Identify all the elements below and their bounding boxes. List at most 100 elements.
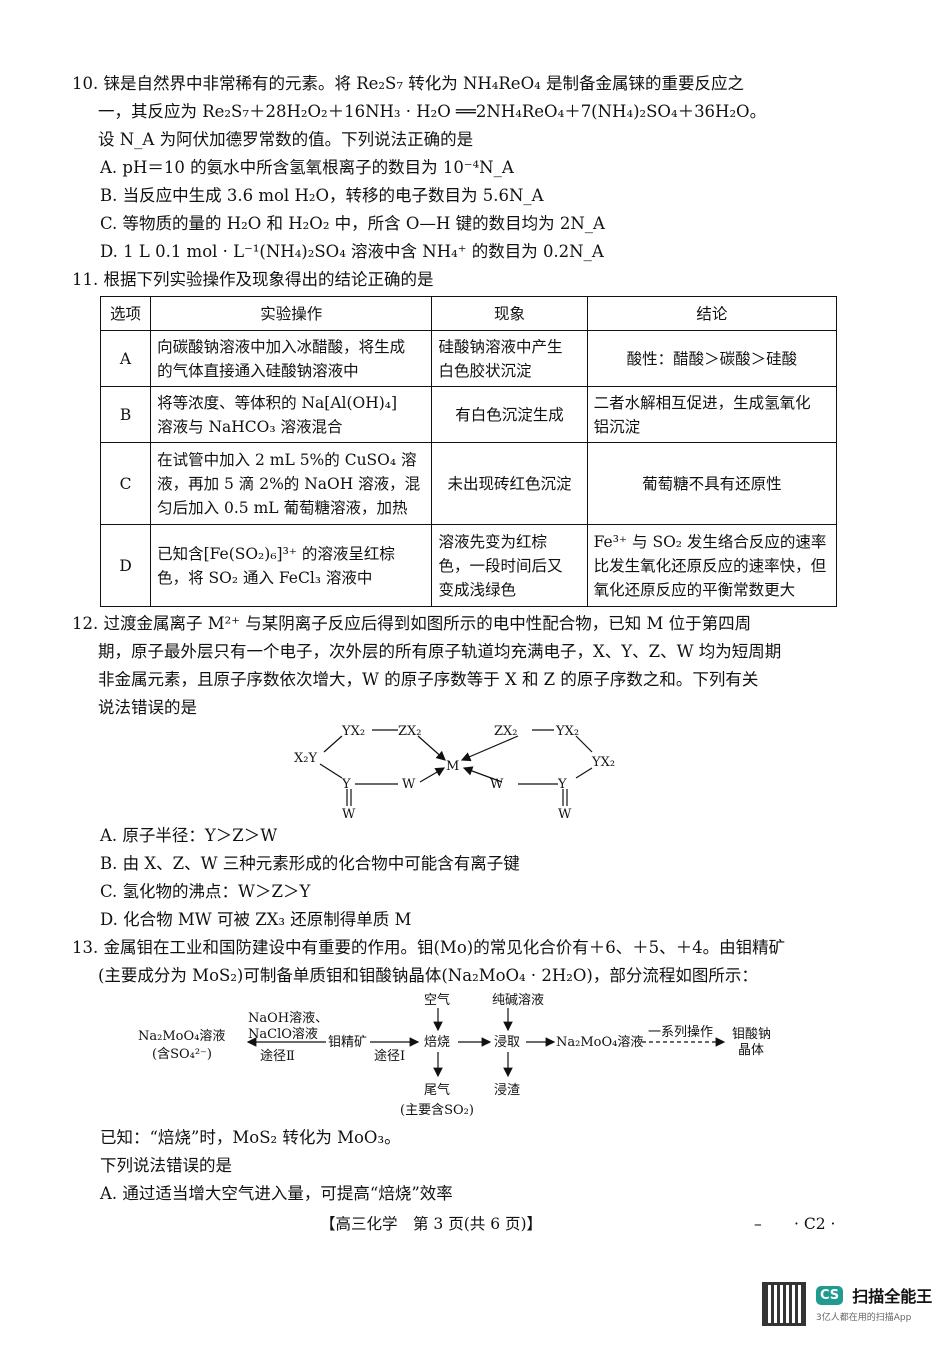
flow-leach: 浸取 — [494, 1035, 520, 1050]
flow-left-product: Na₂MoO₄溶液 — [138, 1029, 225, 1044]
q12-option-b: B. 由 X、Z、W 三种元素形成的化合物中可能含有离子键 — [100, 854, 520, 873]
flow-tail-gas: 尾气 — [424, 1082, 450, 1098]
row-c-option: C — [99, 442, 152, 525]
cell-line: 氧化还原反应的平衡常数更大 — [593, 580, 796, 599]
q12-option-c: C. 氢化物的沸点：W＞Z＞Y — [100, 882, 311, 901]
experiment-table: 选项 实验操作 现象 结论 A 向碳酸钠溶液中加入冰醋酸，将生成 的气体直接通入… — [99, 296, 838, 607]
header-phenomenon: 现象 — [431, 296, 588, 331]
cell-line: 溶液与 NaHCO₃ 溶液混合 — [157, 417, 343, 436]
header-option: 选项 — [99, 296, 152, 331]
row-d-conclusion: Fe³⁺ 与 SO₂ 发生络合反应的速率 比发生氧化还原反应的速率快，但 氧化还… — [586, 524, 838, 607]
flow-route2-reagent-1: NaOH溶液、 — [248, 1011, 328, 1026]
flow-tail-note: (主要含SO₂) — [400, 1102, 474, 1118]
flow-soda: 纯碱溶液 — [492, 993, 544, 1008]
q12-stem-line-1: 12. 过渡金属离子 M²⁺ 与某阴离子反应后得到如图所示的电中性配合物，已知 … — [72, 614, 752, 633]
q13-option-a: A. 通过适当增大空气进入量，可提高“焙烧”效率 — [100, 1184, 453, 1203]
cell-line: 变成浅绿色 — [438, 580, 516, 599]
cell-line: 溶液先变为红棕 — [438, 532, 547, 551]
table-row: C 在试管中加入 2 mL 5%的 CuSO₄ 溶 液，再加 5 滴 2%的 N… — [99, 442, 838, 525]
flow-route2: 途径Ⅱ — [260, 1048, 295, 1064]
header-conclusion: 结论 — [586, 296, 838, 331]
cell-line: 白色胶状沉淀 — [438, 361, 532, 380]
flow-air: 空气 — [424, 992, 450, 1008]
label-yx2-right: YX₂ — [555, 724, 579, 739]
label-x2y: X₂Y — [294, 751, 317, 766]
scanner-badge-icon: CS — [816, 1285, 844, 1305]
scanner-name: 扫描全能王 — [852, 1287, 933, 1306]
label-zx2-left: ZX₂ — [398, 724, 422, 739]
row-a-conclusion: 酸性：醋酸＞碳酸＞硅酸 — [586, 330, 838, 387]
q10-option-b: B. 当反应中生成 3.6 mol H₂O，转移的电子数目为 5.6N_A — [100, 186, 544, 205]
q10-stem-line-1: 10. 铼是自然界中非常稀有的元素。将 Re₂S₇ 转化为 NH₄ReO₄ 是制… — [72, 74, 744, 93]
label-w-left: W — [402, 777, 416, 792]
row-d-option: D — [99, 524, 152, 607]
flow-crystal-1: 钼酸钠 — [732, 1027, 771, 1042]
q13-ask: 下列说法错误的是 — [100, 1156, 232, 1175]
cell-line: 铝沉淀 — [593, 417, 641, 436]
footer-code: · C2 · — [794, 1215, 836, 1233]
q13-stem-line-2: (主要成分为 MoS₂)可制备单质钼和钼酸钠晶体(Na₂MoO₄ · 2H₂O)… — [98, 966, 758, 985]
q10-option-c: C. 等物质的量的 H₂O 和 H₂O₂ 中，所含 O—H 键的数目均为 2N_… — [100, 214, 605, 233]
label-w-right: W — [490, 777, 504, 792]
row-c-conclusion: 葡萄糖不具有还原性 — [586, 442, 838, 525]
flow-ore: 钼精矿 — [328, 1035, 367, 1050]
row-c-operation: 在试管中加入 2 mL 5%的 CuSO₄ 溶 液，再加 5 滴 2%的 NaO… — [150, 442, 433, 525]
table-row: D 已知含[Fe(SO₂)₆]³⁺ 的溶液呈红棕 色，将 SO₂ 通入 FeCl… — [99, 524, 838, 607]
cell-line: 硅酸钠溶液中产生 — [438, 337, 563, 356]
cell-line: 二者水解相互促进，生成氢氧化 — [593, 393, 811, 412]
cell-line: Fe³⁺ 与 SO₂ 发生络合反应的速率 — [593, 532, 827, 551]
cell-line: 酸性：醋酸＞碳酸＞硅酸 — [626, 349, 798, 368]
row-a-operation: 向碳酸钠溶液中加入冰醋酸，将生成 的气体直接通入硅酸钠溶液中 — [150, 330, 433, 387]
q10-stem-line-3: 设 N_A 为阿伏加德罗常数的值。下列说法正确的是 — [98, 130, 474, 149]
flow-route1: 途径Ⅰ — [374, 1048, 405, 1064]
label-w-bottom-left: W — [342, 807, 356, 822]
cell-line: 将等浓度、等体积的 Na[Al(OH)₄] — [157, 393, 398, 412]
table-row: A 向碳酸钠溶液中加入冰醋酸，将生成 的气体直接通入硅酸钠溶液中 硅酸钠溶液中产… — [99, 330, 838, 387]
flow-crystal-2: 晶体 — [738, 1043, 764, 1058]
flow-roast: 焙烧 — [424, 1035, 450, 1050]
row-a-option: A — [99, 330, 152, 387]
q11-stem: 11. 根据下列实验操作及现象得出的结论正确的是 — [72, 270, 434, 289]
scanner-brand: CS 扫描全能王 3亿人都在用的扫描App — [816, 1283, 932, 1323]
q12-stem-line-4: 说法错误的是 — [98, 698, 197, 717]
table-row: B 将等浓度、等体积的 Na[Al(OH)₄] 溶液与 NaHCO₃ 溶液混合 … — [99, 386, 838, 443]
qr-code-image — [762, 1282, 806, 1326]
flow-route2-reagent-2: NaClO溶液 — [248, 1027, 318, 1042]
scanner-slogan: 3亿人都在用的扫描App — [816, 1313, 912, 1323]
cell-line: 向碳酸钠溶液中加入冰醋酸，将生成 — [157, 337, 406, 356]
footer-dash: – — [754, 1215, 762, 1233]
row-a-phenomenon: 硅酸钠溶液中产生 白色胶状沉淀 — [431, 330, 588, 387]
cell-line: 匀后加入 0.5 mL 葡萄糖溶液，加热 — [157, 498, 408, 517]
q12-option-a: A. 原子半径：Y＞Z＞W — [100, 826, 278, 845]
label-yx2-left: YX₂ — [341, 724, 365, 739]
cell-line: 色，将 SO₂ 通入 FeCl₃ 溶液中 — [157, 568, 373, 587]
cell-line: 葡萄糖不具有还原性 — [642, 474, 782, 493]
row-b-conclusion: 二者水解相互促进，生成氢氧化 铝沉淀 — [586, 386, 838, 443]
cell-line: 已知含[Fe(SO₂)₆]³⁺ 的溶液呈红棕 — [157, 544, 395, 563]
row-c-phenomenon: 未出现砖红色沉淀 — [431, 442, 588, 525]
coordination-structure-diagram: YX₂ ZX₂ X₂Y Y W W M ZX₂ YX₂ YX₂ W Y W — [294, 724, 615, 822]
q10-option-d: D. 1 L 0.1 mol · L⁻¹(NH₄)₂SO₄ 溶液中含 NH₄⁺ … — [100, 242, 604, 261]
cell-line: 未出现砖红色沉淀 — [447, 474, 572, 493]
row-b-phenomenon: 有白色沉淀生成 — [431, 386, 588, 443]
q12-option-d: D. 化合物 MW 可被 ZX₃ 还原制得单质 M — [100, 910, 412, 929]
footer-text: 【高三化学 第 3 页(共 6 页)】 — [320, 1215, 543, 1233]
cell-line: 色，一段时间后又 — [438, 556, 563, 575]
flow-ops: 一系列操作 — [648, 1024, 713, 1040]
header-operation: 实验操作 — [150, 296, 433, 331]
row-b-option: B — [99, 386, 152, 443]
q10-option-a: A. pH＝10 的氨水中所含氢氧根离子的数目为 10⁻⁴N_A — [100, 158, 514, 177]
q10-stem-line-2: 一，其反应为 Re₂S₇＋28H₂O₂＋16NH₃ · H₂O ══2NH₄Re… — [98, 102, 767, 121]
flow-left-note: (含SO₄²⁻) — [152, 1046, 212, 1062]
cell-line: 有白色沉淀生成 — [455, 405, 564, 424]
q12-stem-line-2: 期，原子最外层只有一个电子，次外层的所有原子轨道均充满电子，X、Y、Z、W 均为… — [98, 642, 782, 661]
flow-residue: 浸渣 — [494, 1083, 520, 1098]
q13-stem-line-1: 13. 金属钼在工业和国防建设中有重要的作用。钼(Mo)的常见化合价有＋6、＋5… — [72, 938, 786, 957]
cell-line: 在试管中加入 2 mL 5%的 CuSO₄ 溶 — [157, 450, 417, 469]
cell-line: 的气体直接通入硅酸钠溶液中 — [157, 361, 359, 380]
label-y-left: Y — [341, 777, 351, 792]
cell-line: 比发生氧化还原反应的速率快，但 — [593, 556, 827, 575]
cell-line: 液，再加 5 滴 2%的 NaOH 溶液，混 — [157, 474, 421, 493]
row-b-operation: 将等浓度、等体积的 Na[Al(OH)₄] 溶液与 NaHCO₃ 溶液混合 — [150, 386, 433, 443]
